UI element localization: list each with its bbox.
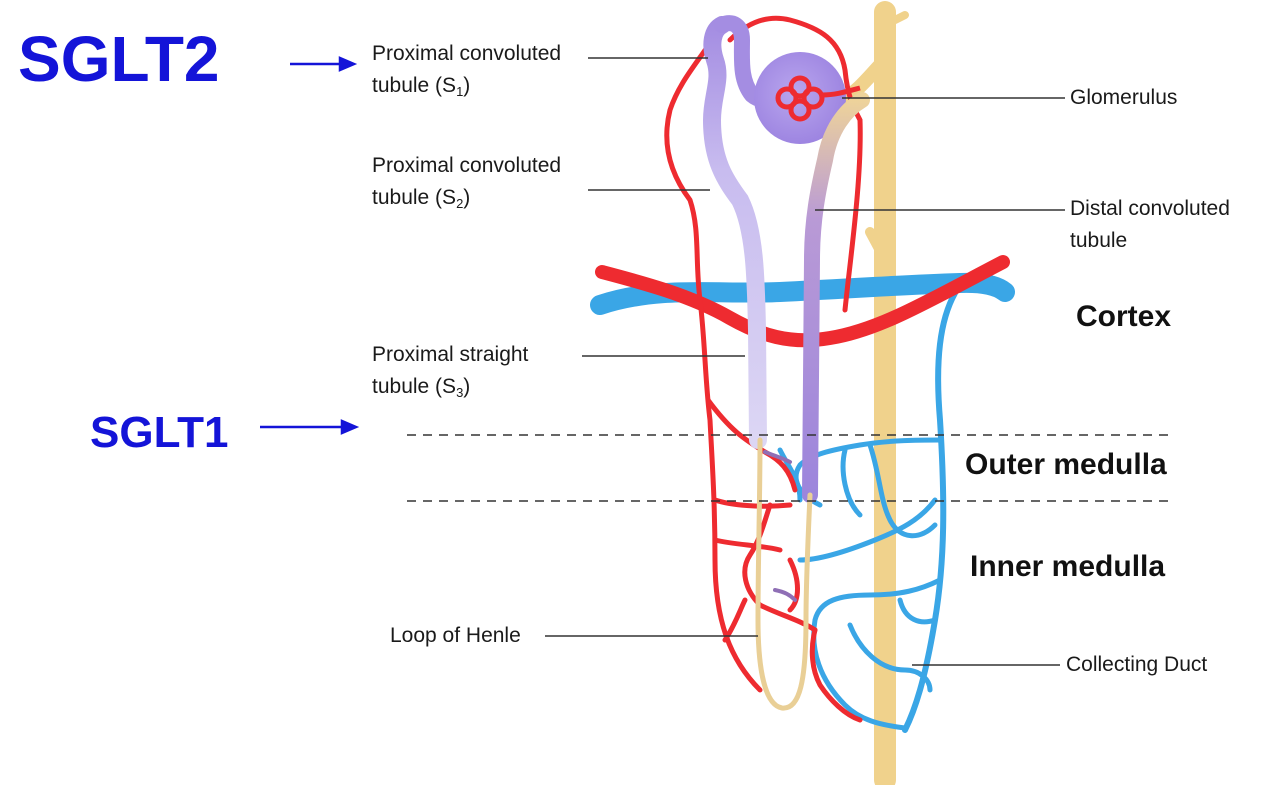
label-collecting-duct: Collecting Duct <box>1066 649 1207 681</box>
label-pct-s2: Proximal convoluted tubule (S2) <box>372 150 561 214</box>
sglt2-label: SGLT2 <box>18 22 220 96</box>
label-dct: Distal convoluted tubule <box>1070 193 1230 257</box>
transporter-arrows <box>260 58 356 433</box>
label-glomerulus: Glomerulus <box>1070 82 1177 114</box>
sglt1-label: SGLT1 <box>90 408 229 458</box>
label-pst-s3: Proximal straight tubule (S3) <box>372 339 528 403</box>
label-loop-of-henle: Loop of Henle <box>390 620 521 652</box>
collecting-duct <box>842 12 905 780</box>
label-pct-s1: Proximal convoluted tubule (S1) <box>372 38 561 102</box>
zone-outer-medulla: Outer medulla <box>965 448 1167 482</box>
zone-inner-medulla: Inner medulla <box>970 550 1165 584</box>
zone-cortex: Cortex <box>1076 300 1171 334</box>
